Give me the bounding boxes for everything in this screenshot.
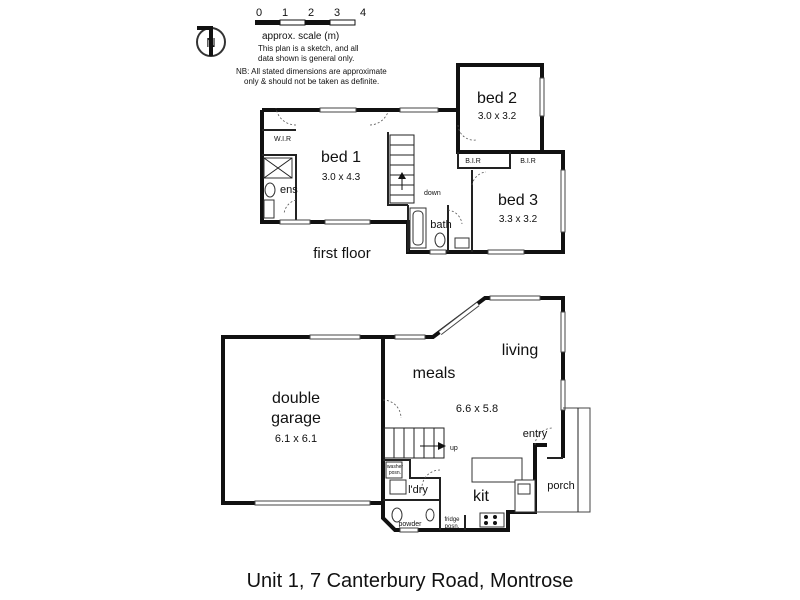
living-size: 6.6 x 5.8 (456, 403, 498, 415)
ground-floor-plan: double garage 6.1 x 6.1 meals living 6.6… (221, 295, 591, 533)
laundry-label: l'dry (408, 484, 428, 496)
north-compass-icon: N (196, 26, 226, 57)
scale-bar: 0 1 2 3 4 approx. scale (m) (255, 7, 366, 42)
note-sketch-line1: This plan is a sketch, and all (258, 44, 359, 53)
plan-notes: This plan is a sketch, and all data show… (236, 44, 387, 86)
kitchen-label: kit (473, 488, 490, 505)
stairs-down (389, 134, 415, 204)
bath-label: bath (430, 219, 451, 231)
meals-label: meals (413, 365, 456, 382)
washer-label-line1: washer (387, 464, 403, 470)
bir2-label: B.I.R (520, 158, 536, 165)
powder-label: powder (399, 521, 423, 528)
first-floor-plan: W.I.R ens bed 1 3.0 x 4.3 bed 2 3.0 x 3.… (260, 63, 566, 262)
bed3-label: bed 3 (498, 192, 538, 209)
wir-label: W.I.R (274, 136, 291, 143)
garage-label-line2: garage (271, 410, 321, 427)
first-floor-label: first floor (313, 245, 371, 262)
stairs-up (383, 427, 446, 459)
entry-label: entry (523, 428, 548, 440)
bed3-size: 3.3 x 3.2 (499, 214, 538, 225)
note-sketch-line2: data shown is general only. (258, 54, 354, 63)
note-nb-line2: only & should not be taken as definite. (244, 77, 379, 86)
scale-label: approx. scale (m) (262, 31, 339, 42)
porch-label: porch (547, 480, 575, 492)
bir1-label: B.I.R (465, 158, 481, 165)
compass-letter: N (206, 35, 215, 50)
bed2-size: 3.0 x 3.2 (478, 111, 517, 122)
living-label: living (502, 342, 538, 359)
scale-tick-1: 1 (282, 7, 288, 19)
porch-area (535, 407, 591, 513)
washer-label-line2: posn. (389, 470, 401, 476)
bed2-label: bed 2 (477, 90, 517, 107)
stairs-down-label: down (424, 190, 441, 197)
garage-label-line1: double (272, 390, 320, 407)
bed1-size: 3.0 x 4.3 (322, 172, 361, 183)
stairs-up-label: up (450, 445, 458, 452)
scale-tick-0: 0 (256, 7, 262, 19)
property-address: Unit 1, 7 Canterbury Road, Montrose (247, 570, 574, 592)
ens-label: ens (280, 184, 298, 196)
fridge-label-line2: posn. (445, 524, 460, 530)
note-nb-line1: NB: All stated dimensions are approximat… (236, 67, 387, 76)
garage-size: 6.1 x 6.1 (275, 433, 317, 445)
fridge-label-line1: fridge (444, 517, 460, 523)
scale-tick-3: 3 (334, 7, 340, 19)
scale-tick-2: 2 (308, 7, 314, 19)
bed1-label: bed 1 (321, 149, 361, 166)
scale-tick-4: 4 (360, 7, 366, 19)
